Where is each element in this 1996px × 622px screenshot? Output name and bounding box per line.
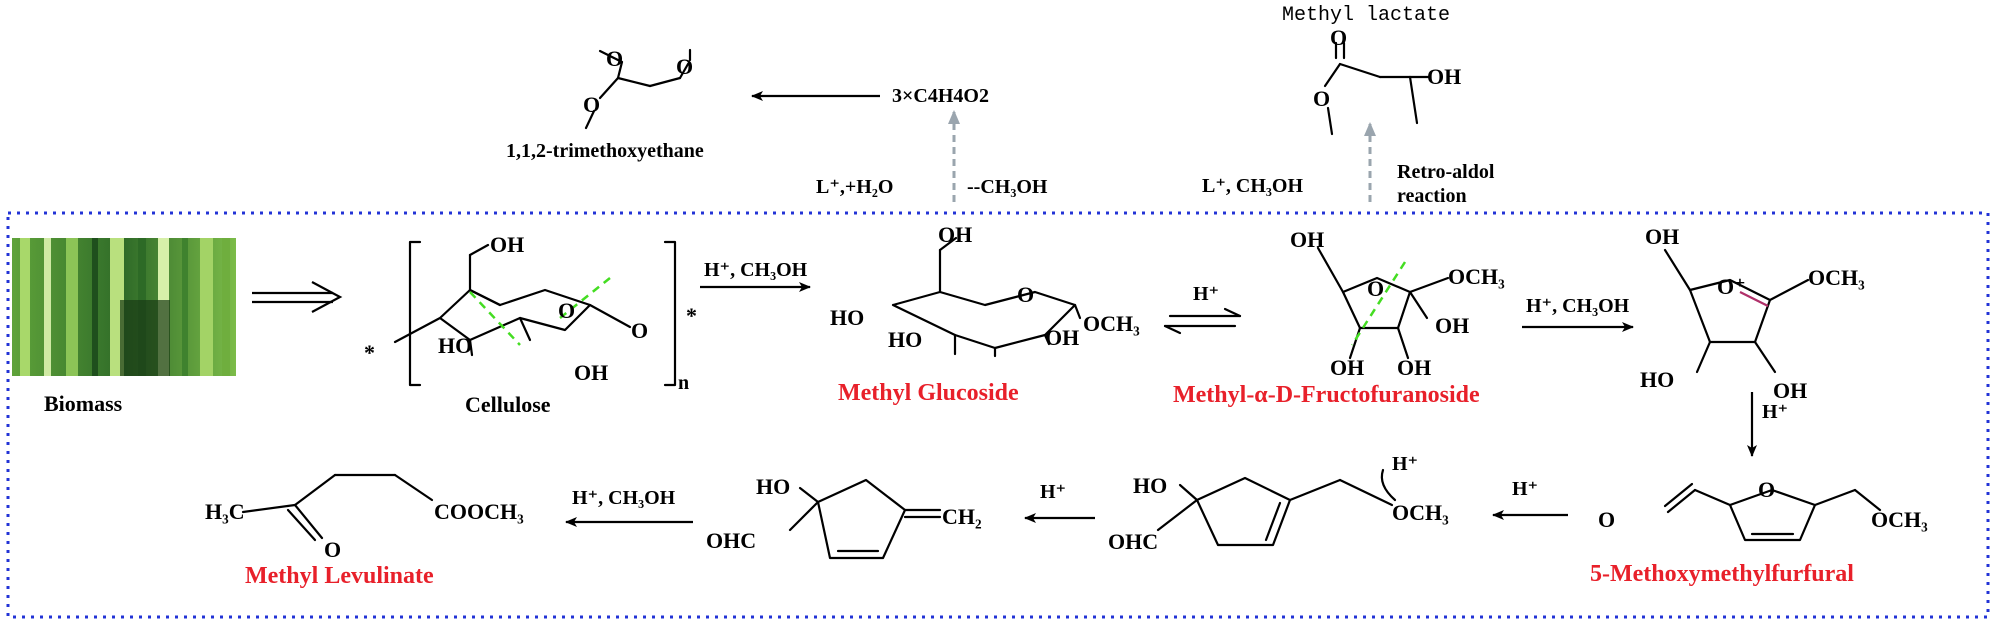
trimethoxyethane-label: 1,1,2-trimethoxyethane: [506, 140, 704, 162]
intermediate-ohc: OHC: [1108, 529, 1158, 554]
fructoside-oh-top: OH: [1290, 227, 1324, 252]
trimethoxy-o-3: O: [583, 92, 600, 117]
mmf-och3: OCH₃: [1871, 507, 1928, 532]
diene-ch2: CH₂: [942, 504, 982, 529]
intermediate-hplus: H⁺: [1392, 453, 1418, 475]
lactate-carbonyl-o: O: [1330, 25, 1347, 50]
mmf-aldehyde-o: O: [1598, 507, 1615, 532]
cond-glucoside-fructoside: H⁺: [1193, 283, 1219, 305]
double-line-arrow-icon: [252, 281, 343, 313]
oxocarbenium-structure: [1663, 248, 1810, 374]
cation-oh-top: OH: [1645, 224, 1679, 249]
cellulose-oh-top: OH: [490, 232, 524, 257]
cellulose-structure: [393, 240, 677, 387]
methyl-fructofuranoside-label: Methyl-α-D-Fructofuranoside: [1173, 382, 1480, 408]
cation-ho: HO: [1640, 367, 1674, 392]
cond-cation-mmf: H⁺: [1762, 401, 1788, 423]
cellulose-link-o: O: [631, 318, 648, 343]
cond-intermediate-diene: H⁺: [1040, 481, 1066, 503]
biomass-photo-icon: [12, 238, 236, 376]
mmf-structure: [1663, 482, 1882, 542]
mmf-label: 5-Methoxymethylfurfural: [1590, 561, 1854, 587]
cellulose-oh-bottom: OH: [574, 360, 608, 385]
cyclopentene-intermediate-structure: [1156, 468, 1397, 547]
cond-fructoside-cation: H⁺, CH₃OH: [1526, 295, 1630, 317]
methyl-levulinate-structure: [241, 473, 434, 542]
cond-cellulose-glucoside: H⁺, CH₃OH: [704, 259, 808, 281]
methyl-glucoside-label: Methyl Glucoside: [838, 380, 1019, 406]
diene-structure: [788, 478, 942, 560]
cond-diene-levulinate: H⁺, CH₃OH: [572, 487, 676, 509]
intermediate-ho: HO: [1133, 473, 1167, 498]
cellulose-star-left: *: [364, 340, 375, 365]
trimethoxy-o-1: O: [606, 46, 623, 71]
cond-glucoside-side: L⁺,+H₂O: [816, 176, 893, 198]
cond-mmf-intermediate: H⁺: [1512, 478, 1538, 500]
glucoside-ho-2: HO: [888, 327, 922, 352]
retro-aldol-label-1: Retro-aldol: [1397, 161, 1495, 183]
trimethoxyethane-structure: [584, 48, 692, 130]
equilibrium-arrows-icon: [1163, 307, 1242, 335]
glucoside-och3: OCH₃: [1083, 311, 1140, 336]
glucoside-oh-bottom: OH: [1045, 325, 1079, 350]
methyl-lactate-structure: [1323, 41, 1430, 136]
glucoside-oh-top: OH: [938, 222, 972, 247]
methyl-glucoside-structure: [891, 236, 1082, 358]
levulinate-h3c: H₃C: [205, 499, 245, 524]
cellulose-label: Cellulose: [465, 392, 551, 417]
cation-och3: OCH₃: [1808, 265, 1865, 290]
glucoside-ho-1: HO: [830, 305, 864, 330]
diene-ho: HO: [756, 474, 790, 499]
retro-aldol-label-2: reaction: [1397, 185, 1467, 207]
fructoside-oh-right: OH: [1435, 313, 1469, 338]
lactate-oh: OH: [1427, 64, 1461, 89]
levulinate-cooch3: COOCH₃: [434, 499, 524, 524]
levulinate-o: O: [324, 537, 341, 562]
cellulose-n: n: [678, 372, 689, 394]
cellulose-star-right: *: [686, 303, 697, 328]
fructoside-oh-bottom: OH: [1330, 355, 1364, 380]
methyl-levulinate-label: Methyl Levulinate: [245, 563, 434, 589]
fructoside-ring-o: O: [1367, 276, 1384, 301]
diene-ohc: OHC: [706, 528, 756, 553]
biomass-label: Biomass: [44, 391, 123, 416]
cond-glucoside-side-2: --CH₃OH: [967, 176, 1048, 198]
c4-fragment-label: 3×C4H4O2: [892, 85, 989, 107]
methyl-fructofuranoside-structure: [1316, 246, 1450, 360]
process-frame: [6, 211, 1990, 619]
cellulose-ring-o: O: [558, 298, 575, 323]
cation-oh-bottom: OH: [1773, 378, 1807, 403]
intermediate-och3: OCH₃: [1392, 500, 1449, 525]
trimethoxy-o-2: O: [676, 54, 693, 79]
cond-fructoside-side: L⁺, CH₃OH: [1202, 175, 1303, 197]
methyl-lactate-label: Methyl lactate: [1282, 4, 1450, 27]
cellulose-ho: HO: [438, 333, 472, 358]
cation-o-plus: O⁺: [1717, 274, 1746, 299]
fructoside-och3: OCH₃: [1448, 264, 1505, 289]
fructoside-oh-bottom-2: OH: [1397, 355, 1431, 380]
glucoside-ring-o: O: [1017, 282, 1034, 307]
lactate-ester-o: O: [1313, 86, 1330, 111]
mmf-ring-o: O: [1758, 477, 1775, 502]
